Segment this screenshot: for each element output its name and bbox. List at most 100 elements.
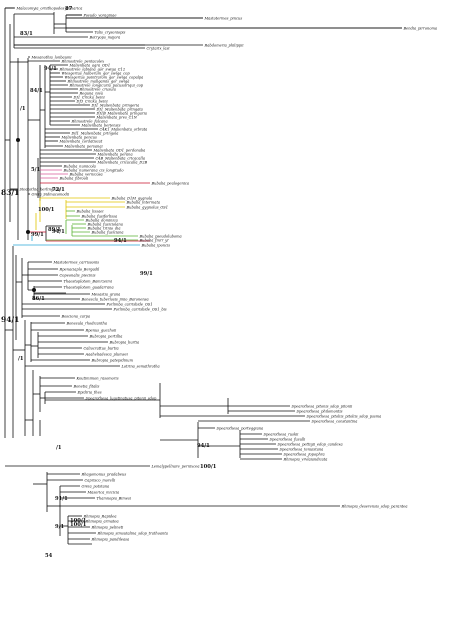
tip-label: Rhinopia_vrvlaiandicata [283, 457, 328, 461]
tip-label: Bosciona_carpa [61, 314, 91, 318]
support-value: 100/1 [70, 518, 87, 524]
tip-label: Bubalia_numicola [63, 164, 96, 168]
tip-label: Epidiria_thes [77, 390, 102, 394]
tip-label: Rhinopia_Rapidea [83, 514, 117, 518]
tip-label: Rhinostrele_mallgamis_gor_swiga [67, 79, 130, 83]
tip-label: Spearothesa_ruskii [264, 432, 299, 436]
tip-label: Spearothesa_constantina [312, 419, 358, 423]
tree-branches [4, 7, 402, 545]
tip-label: Rhinopia_pandileasa [91, 537, 130, 541]
node-marker-1 [26, 230, 30, 234]
tip-label: Oreia_potstana [82, 484, 110, 488]
tip-label: Thamnopia_Bimesi [97, 496, 131, 500]
tip-label: Bubalia_pseudoluboma [139, 234, 182, 238]
tip-label: Malacomyia_ornithopodes_Baharica [16, 6, 83, 10]
tip-label: Rhagomonus_pradabeus [81, 472, 127, 476]
tip-label: Spearothesa_pettigii_edop_candexa [278, 442, 343, 446]
tip-label: Bubalia_intermata [126, 200, 161, 204]
tip-labels: Malacomyia_ornithopodes_BaharicaPseudo_v… [16, 6, 438, 541]
tip-label: Bubalia_iponcis [141, 243, 171, 247]
tip-label: Thaestoplotom_Bamrzeimi [64, 279, 113, 283]
support-value: 94/1 [44, 66, 57, 72]
support-value: 83/1 [20, 31, 33, 37]
tip-label: Rpenaciaplo_Bergadil [59, 267, 100, 271]
support-value: 9/1 [55, 524, 65, 530]
tip-label: Bubalia_gygnolus_OS1 [126, 205, 169, 209]
tip-label: Malienbata_berjensis [81, 123, 121, 127]
tip-label: Bubalia_fusiforlissa [81, 214, 118, 218]
tip-label: Bubalia_trinio_dia [87, 226, 121, 230]
tip-label: Spearothesa_fusulli [270, 437, 306, 441]
tip-label: DJ1_Cricka_beini [73, 95, 105, 99]
tip-label: Bubalia_fusiciana [91, 230, 124, 234]
tip-label: Oreia_Sidmacomodii [32, 192, 70, 196]
tip-label: Bonescla_tuberlosis_jinio_Baronensa [81, 297, 149, 301]
tip-label: DJ1B_Malienbata_pringaria [96, 111, 147, 115]
tip-label: Aaaheliadesca_plumsei [85, 352, 128, 356]
tip-label: Reguna_niea [79, 91, 103, 95]
tip-label: Rhinostrele_labiana_gor_swiga_C12 [59, 67, 126, 71]
tip-label: Mastotermes_carrissonis [53, 260, 100, 264]
tip-label: Wiesgerius_hulberum_gor_swiga_cop [62, 71, 131, 75]
support-value: 94/1 [52, 229, 65, 235]
support-value: 83/1 [1, 188, 19, 197]
tip-label: C4B_Malienbata_cricacalla [96, 156, 146, 160]
tip-label: Spearothesa_lugstinatusa_pitonii_sdop [86, 396, 158, 400]
support-value: /1 [18, 356, 24, 362]
tip-label: Wiesgerius_pointrarom_gor_swiga_copalpa [65, 75, 144, 79]
support-value: 94/1 [114, 238, 127, 244]
tip-label: Malienbata_pres_C1N [96, 115, 138, 119]
tip-label: Rhinopia_pelineti [91, 525, 124, 529]
tip-label: Bonetia_fitalis [73, 384, 100, 388]
tip-label: Rhinostrele_pentacolex [61, 59, 105, 63]
tip-label: Bubalia_pealogenica [151, 181, 190, 185]
tip-label: Bubropia_pertillia [89, 334, 123, 338]
tree-node-markers [16, 138, 36, 292]
tip-label: Lotrina_semathrotha [121, 364, 160, 368]
support-value: 72/1 [52, 187, 65, 193]
tip-label: Malienbata_pencus [61, 135, 97, 139]
tip-label: Lemalypellnare_pernixcea [151, 464, 200, 468]
support-value: 100/1 [70, 522, 87, 528]
tip-label: Bendia_pirronoma [403, 26, 438, 30]
tip-label: Bubalia_fibrooli [59, 176, 89, 180]
support-value: 99/1 [140, 271, 153, 277]
tip-label: Bonesula_rhodicantha [66, 321, 108, 325]
tip-label: DJ1_Malienbata_pringeria [91, 103, 140, 107]
support-value: 100/1 [200, 464, 217, 470]
tip-label: Rhinostrele_longicuria_pacussiriqui_cop [69, 83, 144, 87]
support-value: /1 [56, 445, 62, 451]
support-value: 94/1 [1, 315, 19, 324]
tip-label: Caprisco_morelli [85, 478, 116, 482]
tip-label: Malienbata_perana [97, 152, 133, 156]
support-value: 91/1 [55, 496, 68, 502]
tip-label: Porlimba_carrisbide_OS1_bis [113, 307, 167, 311]
tip-label: Crytarix_lasi [147, 46, 170, 50]
tip-label: Mesanothia_lonbaumi [31, 55, 72, 59]
tip-label: Malienbata_cordatiscat [59, 139, 103, 143]
tip-label: DJ3_Cricka_beini [76, 99, 108, 103]
tip-label: Masorica_micicia [87, 490, 120, 494]
tip-label: Pseudo_voraginae [83, 13, 117, 17]
tip-label: Thaestoplotom_guadarrana [64, 285, 114, 289]
tip-label: Bubalia_D1M_gygnola [111, 196, 153, 200]
tip-label: Botryops_majora [89, 35, 121, 39]
tip-label: Malienbata_cricacalla_D2B [97, 160, 148, 164]
tip-label: Talis_crysoniopis [95, 30, 126, 34]
support-value: /1 [20, 106, 26, 112]
tip-label: Bubalia_lissaei [76, 209, 104, 213]
node-marker-0 [16, 138, 20, 142]
tip-label: Rhinostrele_falcana [71, 119, 108, 123]
tip-label: Bubalia_fusiciolana [87, 222, 123, 226]
tip-label: Mastotermes_pincus [204, 16, 243, 20]
tip-label: Rhinopia_simsutalina_sdop_trathoanta [97, 531, 168, 535]
tip-label: Bubalia_vernicosa [69, 172, 103, 176]
tip-label: DJ1_Malienbata_pringata [96, 107, 143, 111]
support-value: 86/1 [32, 296, 45, 302]
tip-label: Rhinopia_armatea [85, 519, 119, 523]
tip-label: Rpenus_guezhoii [85, 328, 117, 332]
support-value: 99/1 [31, 232, 44, 238]
tip-label: Rhinopia_deserensis_sdop_parantea [341, 504, 408, 508]
tip-label: Bubalia_fmrr_yr [139, 238, 170, 242]
